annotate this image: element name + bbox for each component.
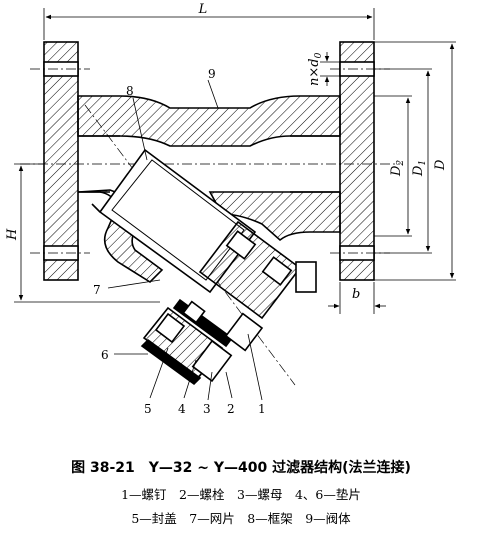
dim-d1-main: D	[411, 165, 426, 177]
dim-d2-label: D2	[389, 160, 406, 177]
dim-d2-main: D	[389, 165, 404, 177]
callout-1: 1	[258, 402, 266, 416]
callout-2: 2	[227, 402, 235, 416]
dim-d-label: D	[433, 159, 448, 171]
callout-3: 3	[203, 402, 211, 416]
callout-5: 5	[144, 402, 152, 416]
dim-thickness-label: b	[352, 287, 360, 302]
dimension-lines	[14, 8, 456, 314]
callout-8: 8	[126, 84, 134, 98]
callout-6: 6	[101, 348, 109, 362]
figure-caption-title: 图 38-21 Y—32 ~ Y—400 过滤器结构(法兰连接)	[71, 460, 411, 476]
dim-height-label: H	[5, 228, 20, 241]
figure-legend-line-1: 1—螺钉 2—螺栓 3—螺母 4、6—垫片	[121, 487, 361, 502]
dim-d1-sub: 1	[418, 160, 428, 166]
figure-legend-line-2: 5—封盖 7—网片 8—框架 9—阀体	[131, 511, 351, 526]
callout-leaders	[107, 79, 263, 401]
screw	[182, 300, 206, 324]
left-flange	[43, 41, 79, 281]
dim-d1-label: D1	[411, 160, 428, 177]
upper-body-wall	[77, 95, 341, 147]
callout-4: 4	[178, 402, 186, 416]
callout-9: 9	[208, 67, 216, 81]
nut	[191, 339, 233, 383]
dim-length-label: L	[198, 2, 208, 17]
bolt	[225, 230, 257, 260]
callout-7: 7	[93, 283, 101, 297]
dim-d2-sub: 2	[396, 160, 406, 167]
filter-structure-drawing: L n×d0 D2 D1 D H b 8 9 7 6 5 4 3 2 1	[5, 2, 456, 416]
dim-hole-main: n×d	[307, 58, 322, 86]
dim-hole-label: n×d0	[307, 52, 324, 86]
right-flange	[339, 41, 375, 281]
dim-hole-sub: 0	[314, 52, 324, 58]
cover-assembly	[140, 220, 317, 386]
